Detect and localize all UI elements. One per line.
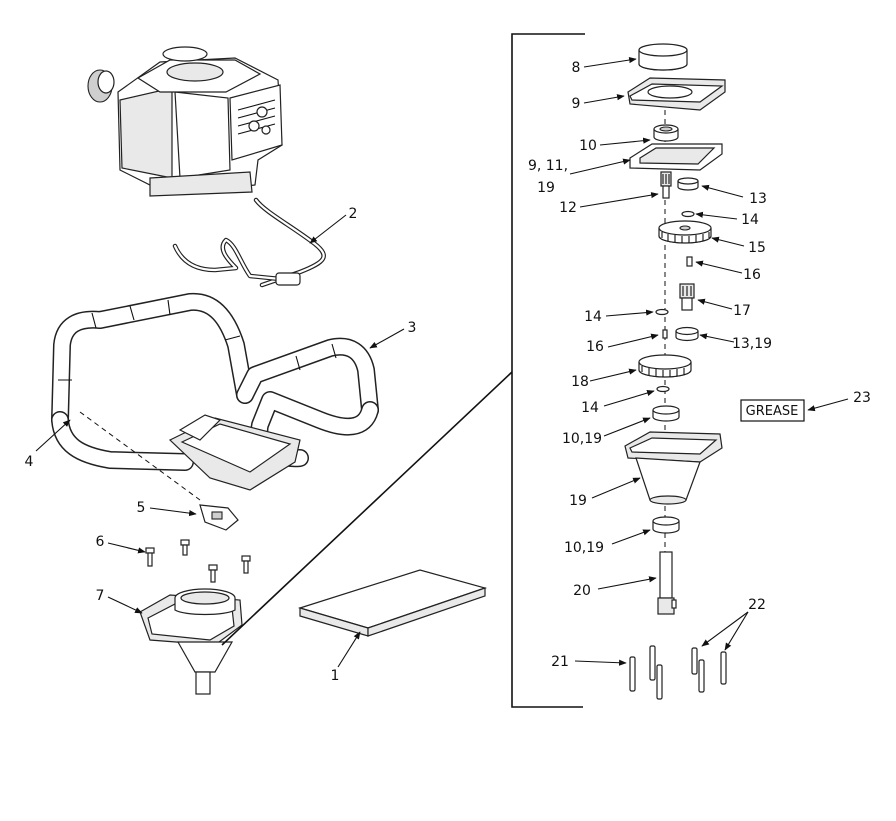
callout-labels: 1 2 3 4 5 6 7 8 9 10 9, 11, 19 12 13 14 …: [25, 60, 871, 684]
bolts-illustration: [145, 539, 251, 583]
callout-9-11-19-line1: 9, 11,: [528, 158, 568, 174]
part-14-washer-a: [681, 210, 695, 218]
callout-17: 17: [733, 303, 751, 319]
callout-21: 21: [551, 654, 569, 670]
part-12-pinion: [660, 171, 672, 199]
throttle-cable-illustration: [172, 197, 326, 288]
callout-16-a: 16: [743, 267, 761, 283]
callout-18: 18: [571, 374, 589, 390]
engine-illustration: [87, 46, 283, 197]
callout-12: 12: [559, 200, 577, 216]
grease-box: [740, 399, 805, 422]
callout-1: 1: [331, 668, 340, 684]
gearbox-exploded-parts: [624, 43, 727, 700]
part-20-output-shaft: [657, 551, 677, 615]
gearbox-assembly-illustration: [139, 588, 243, 695]
callout-8: 8: [572, 60, 581, 76]
callout-14-a: 14: [741, 212, 759, 228]
callout-6: 6: [96, 534, 105, 550]
callout-9: 9: [572, 96, 581, 112]
callout-23: 23: [853, 390, 871, 406]
part-16-key-b: [662, 329, 668, 339]
callout-10-19-a: 10,19: [562, 431, 602, 447]
callout-7: 7: [96, 588, 105, 604]
callout-5: 5: [137, 500, 146, 516]
leader-lines: [35, 57, 849, 668]
callout-10-19-b: 10,19: [564, 540, 604, 556]
callout-14-c: 14: [581, 400, 599, 416]
part-21-pins: [629, 645, 663, 700]
callout-20: 20: [573, 583, 591, 599]
handle-frame-illustration: [51, 292, 379, 491]
part-13-19-bearing: [675, 326, 699, 342]
callout-13-19: 13,19: [732, 336, 772, 352]
callout-19: 19: [569, 493, 587, 509]
trigger-illustration: [199, 504, 239, 531]
callout-13: 13: [749, 191, 767, 207]
part-14-washer-c: [656, 385, 670, 393]
part-10-19-bearing-a: [652, 405, 680, 422]
part-18-gear: [638, 354, 692, 378]
callout-9-11-19-line2: 19: [537, 180, 555, 196]
part-10-19-bearing-b: [652, 516, 680, 534]
grease-pad-illustration: [297, 569, 488, 637]
part-22-screws: [691, 647, 727, 693]
part-10-bearing: [653, 124, 679, 142]
part-13-bearing: [677, 177, 699, 191]
callout-3: 3: [408, 320, 417, 336]
part-9-cover: [627, 77, 726, 111]
part-19-housing: [624, 431, 723, 505]
callout-14-b: 14: [584, 309, 602, 325]
callout-16-b: 16: [586, 339, 604, 355]
callout-10: 10: [579, 138, 597, 154]
callout-4: 4: [25, 454, 34, 470]
callout-22: 22: [748, 597, 766, 613]
callout-2: 2: [349, 206, 358, 222]
part-14-washer-b: [655, 308, 669, 316]
part-11-gasket: [629, 143, 723, 171]
part-15-gear: [658, 220, 712, 244]
callout-15: 15: [748, 240, 766, 256]
part-16-key-a: [686, 256, 693, 267]
part-17-shaft: [679, 283, 695, 311]
exploded-view-bracket: [511, 33, 585, 708]
part-8-ring: [638, 43, 688, 71]
grease-label: GREASE: [746, 404, 799, 419]
